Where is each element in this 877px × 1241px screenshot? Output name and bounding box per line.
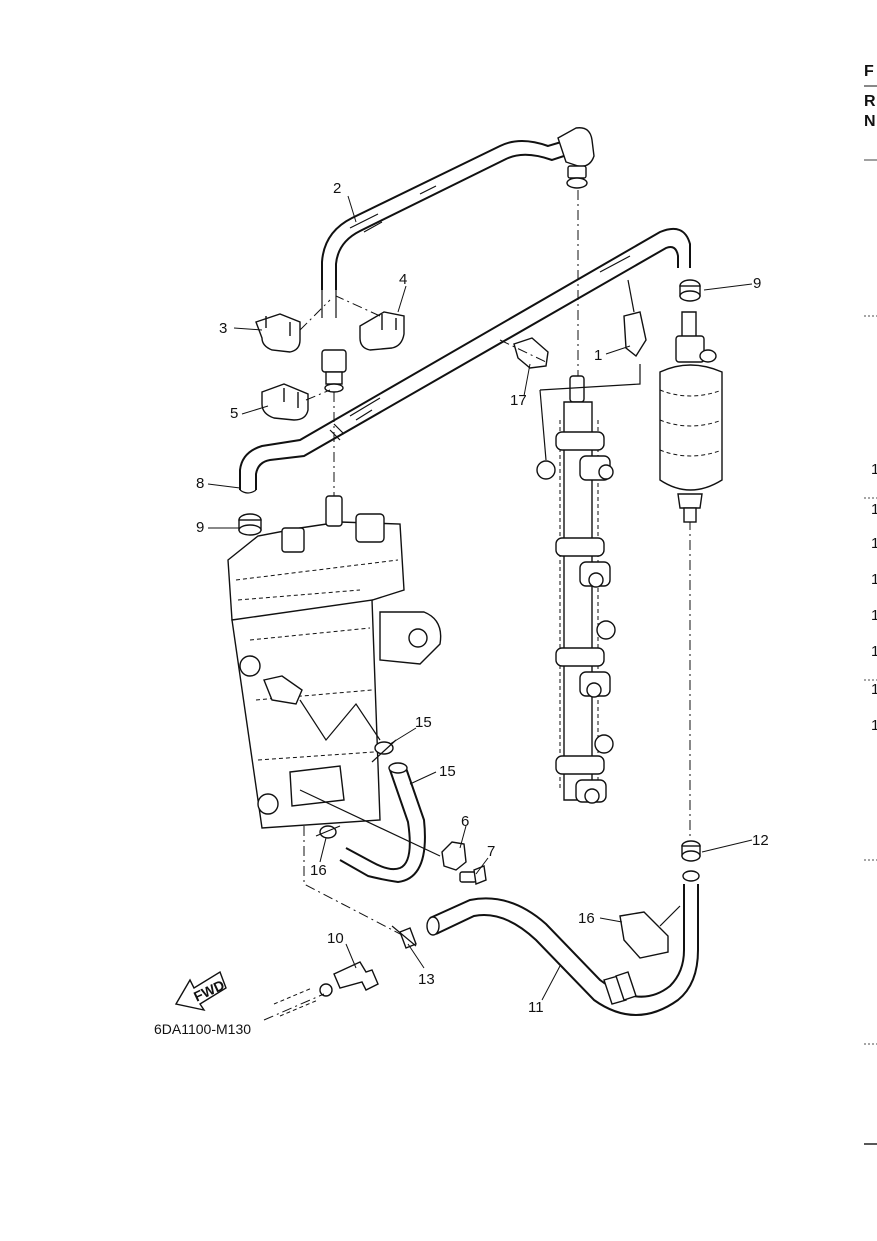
callout-9-upper: 9: [753, 275, 761, 292]
injector-4: [555, 755, 607, 804]
svg-text:1: 1: [871, 681, 877, 698]
callout-7: 7: [487, 843, 495, 860]
elbow-connector: [557, 127, 595, 189]
edge-letter-r: R: [864, 93, 876, 110]
page-edge-text: F R N 1 1 1 1 1 1 1 1: [864, 63, 877, 1145]
bracket-16: [619, 905, 681, 959]
callout-5: 5: [230, 405, 238, 422]
clamp-5: [261, 383, 309, 421]
svg-text:1: 1: [871, 501, 877, 518]
clip-12: [681, 840, 701, 862]
callout-13: 13: [418, 971, 435, 988]
svg-text:1: 1: [871, 571, 877, 588]
callout-numbers: 2 4 3 5 8 9 9 1 17 15 15 6 7 16 12 16 10…: [196, 180, 769, 1016]
clamp-3: [255, 313, 301, 353]
fuel-rail: [536, 375, 616, 804]
svg-text:1: 1: [871, 607, 877, 624]
clip-13: [391, 925, 417, 949]
svg-text:1: 1: [871, 643, 877, 660]
hose-8: [239, 228, 691, 494]
hose-joint-fitting: [321, 349, 347, 500]
svg-text:1: 1: [871, 717, 877, 734]
clamp-15-upper: [371, 739, 397, 763]
svg-text:1: 1: [871, 535, 877, 552]
clip-1: [539, 279, 647, 461]
fwd-arrow-icon: FWD: [174, 970, 227, 1012]
hose-11: [426, 870, 700, 1016]
callout-10: 10: [327, 930, 344, 947]
hose-2: [321, 139, 571, 318]
fwd-label: FWD: [191, 977, 227, 1005]
clip-9-lower: [238, 513, 262, 536]
callout-4: 4: [399, 271, 407, 288]
drawing-code: 6DA1100-M130: [154, 1021, 251, 1037]
callout-leaders: [207, 195, 753, 1001]
callout-8: 8: [196, 475, 204, 492]
callout-15-lower: 16: [310, 862, 327, 879]
edge-letter-n: N: [864, 113, 876, 130]
callout-6: 6: [461, 813, 469, 830]
callout-17: 17: [510, 392, 527, 409]
callout-15-upper: 15: [415, 714, 432, 731]
joint-10: [263, 961, 379, 1021]
injector-3: [555, 647, 611, 698]
callout-9-lower: 9: [196, 519, 204, 536]
fuel-pump: [659, 311, 723, 523]
svg-text:1: 1: [871, 461, 877, 478]
callout-14: 15: [439, 763, 456, 780]
callout-16: 16: [578, 910, 595, 927]
hose-14: [339, 762, 426, 884]
callout-12: 12: [752, 832, 769, 849]
injector-1: [555, 431, 614, 481]
vapor-separator-body: [227, 495, 442, 857]
bracket-6: [441, 841, 467, 871]
callout-11: 11: [528, 999, 544, 1016]
injector-2: [555, 537, 611, 588]
clamp-4: [359, 311, 405, 351]
clamp-17: [499, 337, 549, 369]
bolt-7: [459, 865, 487, 885]
clamp-15-lower: [315, 825, 341, 839]
edge-letter-f: F: [864, 63, 874, 80]
callout-1: 1: [594, 347, 602, 364]
leader-lines: [299, 190, 691, 840]
callout-3: 3: [219, 320, 227, 337]
clip-9-upper: [679, 279, 701, 302]
callout-2: 2: [333, 180, 341, 197]
